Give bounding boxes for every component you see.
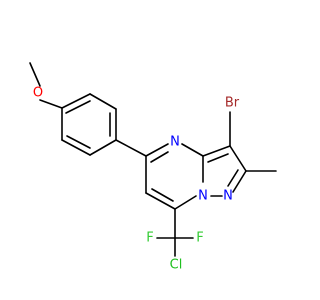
bond-ph-5: [61, 139, 91, 156]
bond-ph-1: [61, 93, 91, 109]
bond-c7-c6-inner: [151, 188, 174, 202]
atom-chlorine: Cl: [170, 258, 183, 273]
bond-ph-5-inner: [66, 135, 91, 149]
atom-fluorine-right: F: [196, 231, 203, 246]
molecule-drawing: O N N N Br F F Cl: [29, 62, 277, 273]
bond-ph-4: [89, 139, 117, 156]
bond-methyl-o: [29, 62, 41, 87]
bond-o-c: [39, 99, 63, 109]
bond-c2-n1-inner: [227, 169, 239, 187]
bond-c3a-c3: [202, 145, 231, 157]
atom-nitrogen-bridge: N: [198, 189, 208, 204]
structure-canvas: O N N N Br F F Cl: [29, 62, 277, 273]
bond-ph-c5: [115, 139, 147, 157]
bond-c7-c6: [145, 192, 176, 210]
bond-n4-c3a: [181, 143, 204, 157]
bond-ph-1-inner: [65, 100, 91, 114]
atom-labels: O N N N Br F F Cl: [33, 86, 240, 273]
bond-c3-c2: [229, 145, 247, 172]
bond-c5-n4-inner: [150, 151, 169, 163]
atom-bromine: Br: [225, 96, 240, 111]
bond-ph-2: [89, 93, 117, 110]
bonds: [29, 62, 277, 257]
bond-n-bridge-c7: [174, 195, 197, 210]
atom-nitrogen-4: N: [170, 135, 180, 150]
atom-nitrogen-1: N: [223, 189, 233, 204]
bond-c5-n4: [145, 143, 169, 157]
atom-oxygen: O: [33, 86, 43, 101]
bond-c2-n1: [232, 170, 247, 193]
atom-fluorine-left: F: [146, 231, 153, 246]
bond-c3a-c3-inner: [207, 153, 229, 163]
